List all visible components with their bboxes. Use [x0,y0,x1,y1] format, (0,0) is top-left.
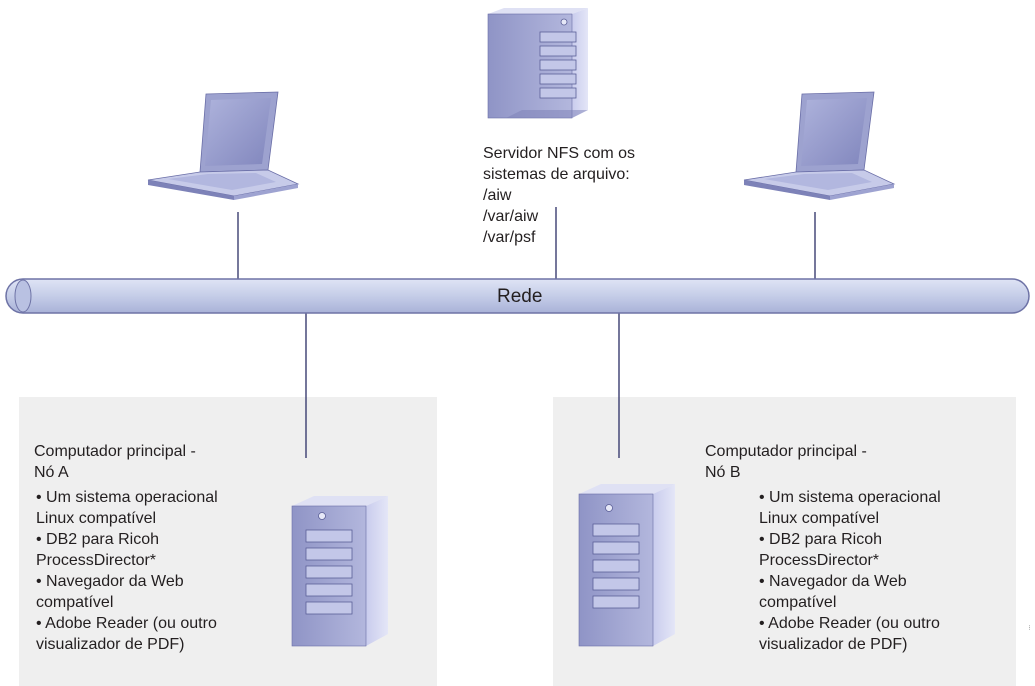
network-bar [5,278,1030,314]
laptop-icon [743,91,896,200]
nfs-label-line: /aiw [483,187,512,204]
server-icon [487,8,588,119]
node-a-title-line: Computador principal - [34,443,196,460]
connector-lines [237,207,816,458]
nfs-label-line: /var/psf [483,229,536,246]
laptop-icon [147,91,300,200]
node-b-title: Computador principal - Nó B [705,441,867,483]
node-b-title-line: Computador principal - [705,443,867,460]
nfs-label-line: Servidor NFS com os [483,145,636,162]
node-b-title-line: Nó B [705,464,741,481]
network-label: Rede [497,286,543,307]
node-a-title-line: Nó A [34,464,69,481]
nfs-label-line: sistemas de arquivo: [483,166,630,183]
server-icon [578,484,675,647]
server-icon [291,496,388,647]
nfs-label-line: /var/aiw [483,208,539,225]
figure-code: ... [1026,624,1032,630]
nfs-server-label: Servidor NFS com os sistemas de arquivo:… [483,143,635,248]
node-a-title: Computador principal - Nó A [34,441,196,483]
